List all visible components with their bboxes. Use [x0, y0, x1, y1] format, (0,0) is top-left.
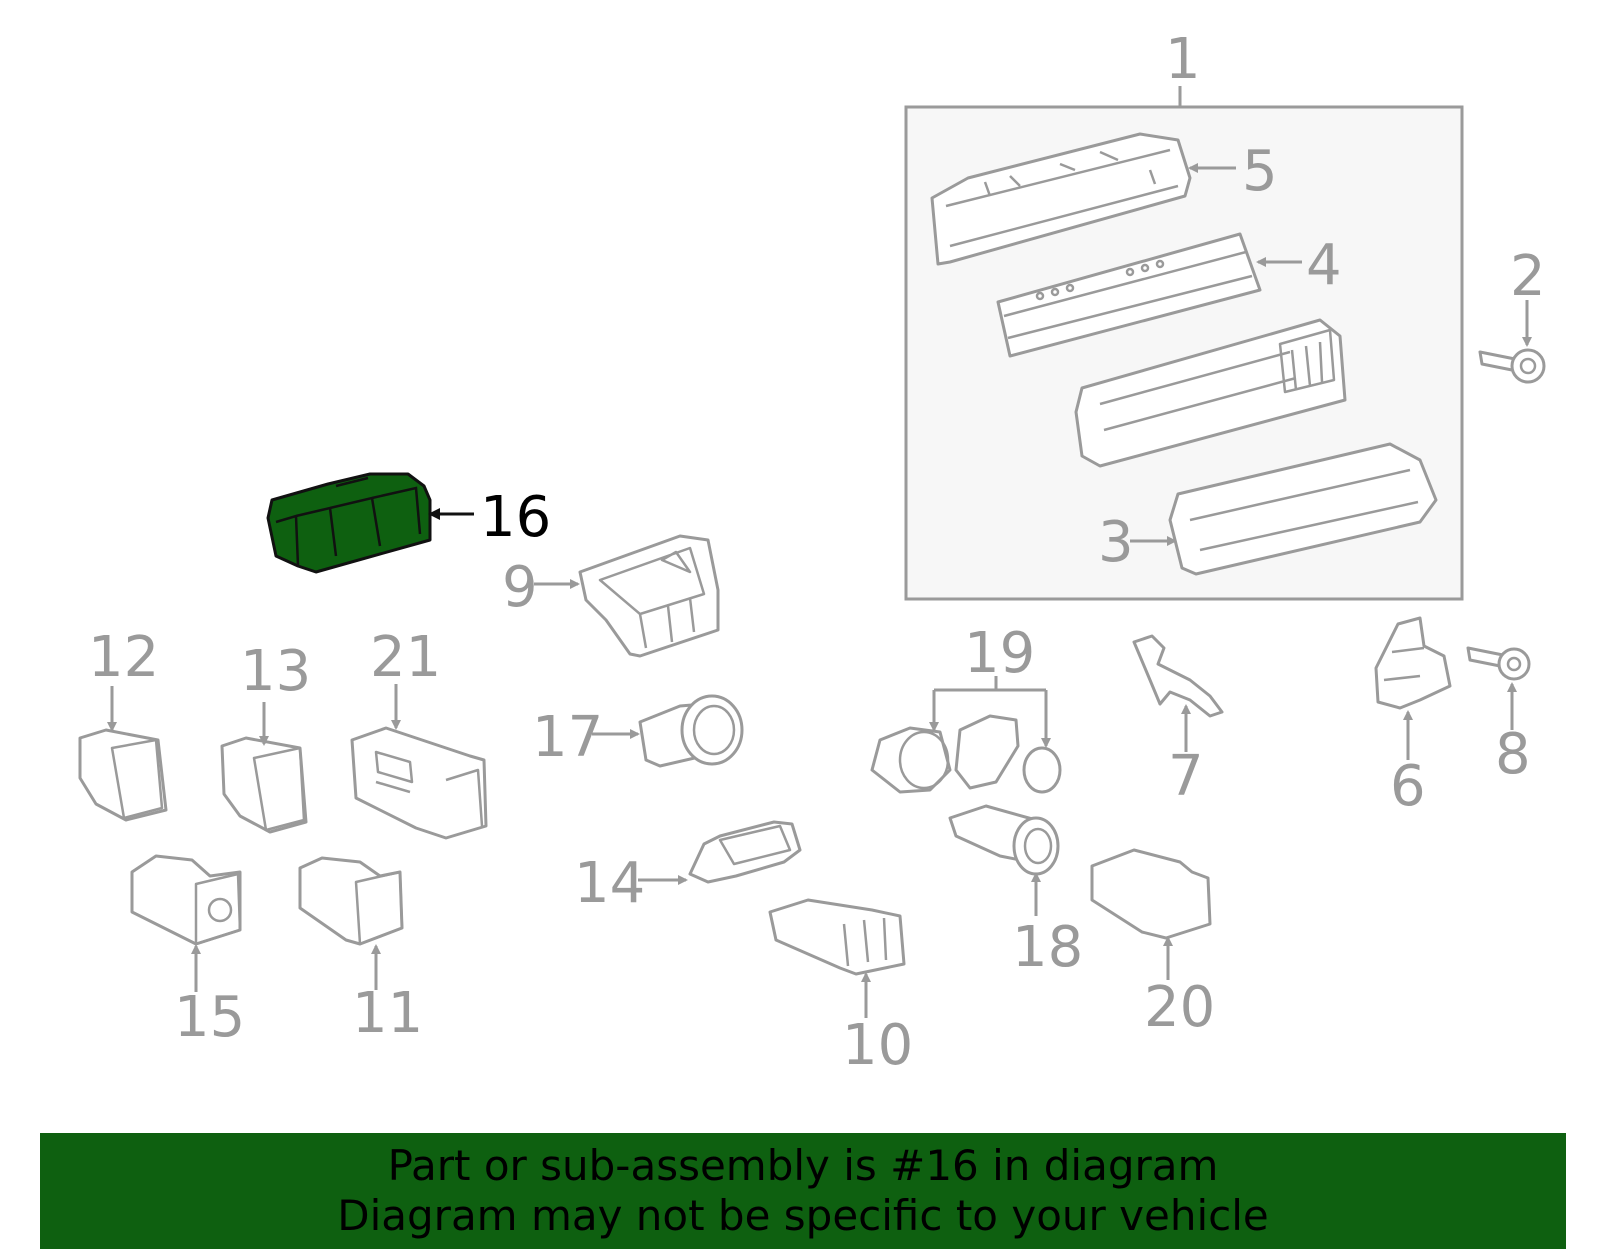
leader-19	[934, 676, 1046, 692]
banner-line-1: Part or sub-assembly is #16 in diagram	[387, 1141, 1219, 1190]
part-19-socket-group[interactable]: 19	[870, 621, 1062, 794]
part-10-switch-block[interactable]: 10	[768, 898, 913, 1078]
part-5-cluster-hood[interactable]: 5	[930, 132, 1278, 266]
callout-9: 9	[502, 555, 538, 620]
callout-20: 20	[1144, 975, 1215, 1040]
cluster-body	[1074, 318, 1347, 468]
callout-21: 21	[370, 625, 441, 690]
callout-10: 10	[842, 1013, 913, 1078]
callout-17: 17	[532, 705, 603, 770]
callout-15: 15	[174, 985, 245, 1050]
assembly-1-group: 1 5 4 3	[904, 27, 1464, 601]
callout-8: 8	[1495, 722, 1531, 787]
banner-line-2: Diagram may not be specific to your vehi…	[337, 1191, 1269, 1240]
callout-2: 2	[1510, 244, 1546, 309]
part-13-switch[interactable]: 13	[220, 639, 311, 834]
callout-18: 18	[1012, 915, 1083, 980]
part-14-switch[interactable]: 14	[574, 820, 802, 916]
callout-1: 1	[1165, 27, 1201, 92]
callout-12: 12	[88, 625, 159, 690]
callout-14: 14	[574, 851, 645, 916]
part-20-cover[interactable]: 20	[1090, 848, 1215, 1040]
part-9-switch-panel[interactable]: 9	[502, 534, 720, 658]
part-4-cluster-lens[interactable]: 4	[996, 232, 1342, 358]
part-11-switch[interactable]: 11	[298, 856, 423, 1046]
part-8-screw[interactable]: 8	[1466, 646, 1531, 787]
callout-7: 7	[1168, 744, 1204, 809]
part-3-cluster-case[interactable]: 3	[1098, 442, 1438, 576]
callout-5: 5	[1242, 139, 1278, 204]
part-7-bracket[interactable]: 7	[1132, 634, 1224, 809]
callout-6: 6	[1390, 754, 1426, 819]
part-12-switch[interactable]: 12	[78, 625, 168, 822]
part-15-switch[interactable]: 15	[130, 854, 245, 1050]
info-banner: Part or sub-assembly is #16 in diagram D…	[40, 1133, 1566, 1249]
part-17-knob-switch[interactable]: 17	[532, 694, 744, 770]
part-18-power-outlet[interactable]: 18	[948, 804, 1083, 980]
callout-4: 4	[1306, 233, 1342, 298]
part-2-screw[interactable]: 2	[1478, 244, 1546, 384]
part-6-bracket[interactable]: 6	[1374, 616, 1452, 819]
callout-11: 11	[352, 981, 423, 1046]
callout-19: 19	[964, 621, 1035, 686]
callout-3: 3	[1098, 510, 1134, 575]
part-16-switch-highlighted[interactable]: 16	[266, 472, 551, 574]
part-21-switch-module[interactable]: 21	[350, 625, 488, 840]
callout-13: 13	[240, 639, 311, 704]
callout-16: 16	[480, 485, 551, 550]
